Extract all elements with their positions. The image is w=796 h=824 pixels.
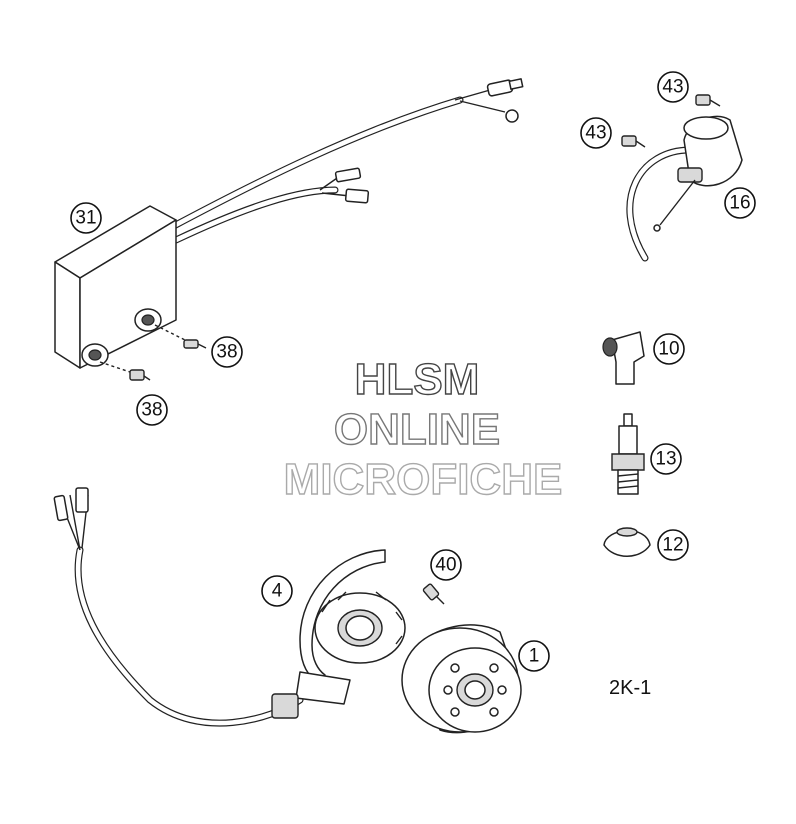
callout-38-lower: 38 — [136, 394, 168, 426]
callout-38-lower-label: 38 — [141, 400, 162, 421]
screw-38-upper — [154, 324, 207, 349]
callout-31-label: 31 — [75, 208, 96, 229]
callout-16: 16 — [724, 187, 756, 219]
callout-38-upper: 38 — [211, 336, 243, 368]
watermark-line-3: MICROFICHE — [284, 455, 563, 504]
callout-10-label: 10 — [658, 339, 679, 360]
watermark-line-2: ONLINE — [334, 405, 500, 454]
rubber-cap — [603, 527, 651, 557]
callout-43-upper: 43 — [657, 71, 689, 103]
screw-38-lower — [99, 361, 151, 381]
callout-31: 31 — [70, 202, 102, 234]
watermark: HLSM ONLINE MICROFICHE — [283, 354, 563, 504]
callout-4: 4 — [261, 575, 293, 607]
callout-43-lower-label: 43 — [585, 123, 606, 144]
watermark-line-1: HLSM — [355, 355, 480, 404]
callout-1-label: 1 — [529, 646, 540, 667]
callout-16-label: 16 — [729, 193, 750, 214]
callout-10: 10 — [653, 333, 685, 365]
spark-plug — [611, 413, 645, 495]
stator-assembly — [53, 487, 406, 727]
callout-4-label: 4 — [272, 581, 283, 602]
ignition-coil — [626, 115, 743, 262]
cdi-unit — [54, 78, 524, 369]
callout-12-label: 12 — [662, 535, 683, 556]
callout-13: 13 — [650, 443, 682, 475]
callout-43-lower: 43 — [580, 117, 612, 149]
callout-12: 12 — [657, 529, 689, 561]
callout-40: 40 — [430, 549, 462, 581]
screw-43-lower — [621, 135, 646, 148]
callout-40-label: 40 — [435, 555, 456, 576]
callout-38-upper-label: 38 — [216, 342, 237, 363]
screw-43-upper — [695, 94, 721, 107]
callout-13-label: 13 — [655, 449, 676, 470]
callout-43-upper-label: 43 — [662, 77, 683, 98]
screw-40 — [422, 583, 445, 605]
flywheel-rotor — [401, 624, 522, 734]
figure-code: 2K-1 — [609, 677, 651, 699]
spark-plug-cap — [602, 331, 645, 385]
callout-1: 1 — [518, 640, 550, 672]
